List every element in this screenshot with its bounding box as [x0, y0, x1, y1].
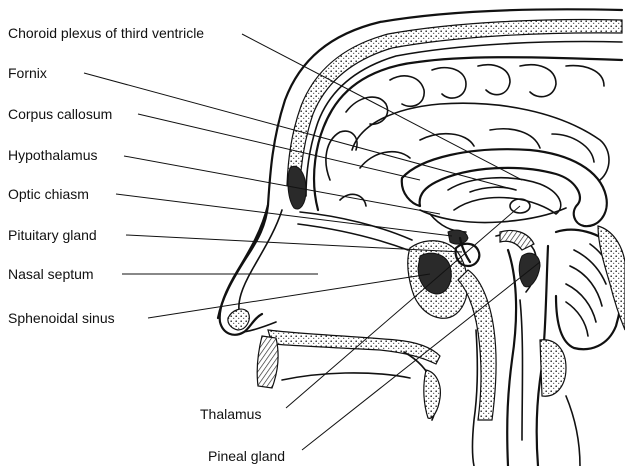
cerebellar-tentorium — [500, 231, 534, 251]
third-ventricle-floor — [420, 208, 566, 223]
label-pituitary-gland: Pituitary gland — [8, 227, 97, 243]
leader-choroid-plexus — [242, 34, 522, 180]
nose — [220, 205, 282, 335]
label-nasal-septum: Nasal septum — [8, 266, 94, 282]
leader-hypothalamus — [124, 156, 440, 214]
label-hypothalamus: Hypothalamus — [8, 147, 98, 163]
palate — [257, 330, 440, 420]
vertebra — [540, 340, 566, 396]
gyri-lower — [360, 129, 594, 168]
label-sphenoidal-sinus: Sphenoidal sinus — [8, 310, 115, 326]
leader-pituitary-gland — [126, 235, 462, 252]
uvula — [424, 370, 441, 418]
label-thalamus: Thalamus — [200, 406, 261, 422]
label-pineal-gland: Pineal gland — [208, 448, 285, 464]
maxilla-front — [257, 336, 278, 388]
labels: Choroid plexus of third ventricle Fornix… — [8, 25, 285, 464]
fornix-shape — [448, 178, 561, 214]
leader-optic-chiasm — [116, 194, 452, 236]
label-choroid-plexus: Choroid plexus of third ventricle — [8, 25, 204, 41]
label-fornix: Fornix — [8, 65, 47, 81]
sphenoid-region — [298, 212, 496, 420]
tongue-line — [282, 373, 410, 380]
nasal-cartilage — [228, 309, 249, 330]
label-corpus-callosum: Corpus callosum — [8, 106, 112, 122]
label-optic-chiasm: Optic chiasm — [8, 186, 89, 202]
cerebellum — [556, 226, 625, 349]
pharynx-wall — [473, 330, 478, 466]
spinal-canal — [520, 300, 523, 440]
septum-pellucidum — [470, 187, 516, 192]
occipital-bone — [598, 226, 625, 330]
neck-line — [566, 396, 580, 466]
leader-sphenoidal-sinus — [148, 274, 430, 318]
